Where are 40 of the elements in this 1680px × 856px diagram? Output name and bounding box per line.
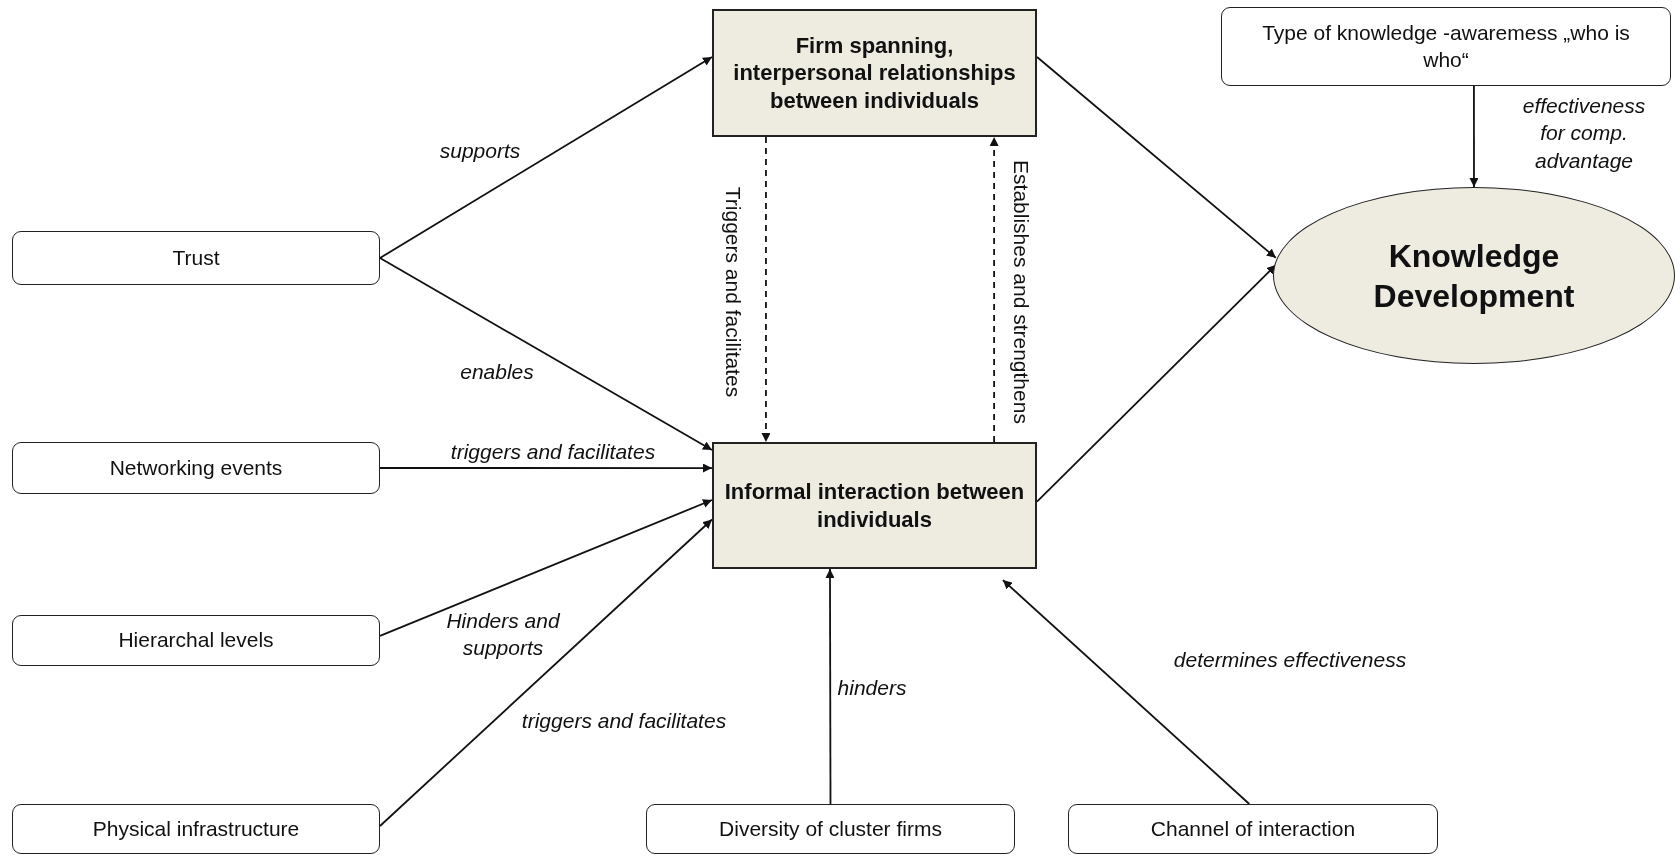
node-label: Diversity of cluster firms	[719, 815, 942, 842]
factor-box	[1068, 804, 1438, 854]
factor-box	[12, 442, 380, 494]
edge-label: triggers and facilitates	[521, 708, 727, 735]
node-label: Firm spanning, interpersonal relationships between individuals	[732, 31, 1017, 115]
process-box	[712, 442, 1037, 569]
edge-label: triggers and facilitates	[450, 439, 656, 466]
factor-box	[12, 615, 380, 666]
factor-box	[12, 804, 380, 854]
arrow	[1002, 579, 1251, 805]
dashed-arrow	[761, 136, 771, 443]
edge-label: Establishes and strengthens	[1008, 160, 1034, 424]
edge-label: supports	[439, 138, 521, 165]
arrow	[379, 257, 713, 451]
arrow	[379, 56, 713, 259]
arrow	[825, 568, 835, 805]
node-label: Hierarchal levels	[118, 627, 274, 654]
node-label: Knowledge Development	[1372, 236, 1576, 316]
edge-label: Triggers and facilitates	[720, 186, 746, 398]
node-label: Trust	[172, 244, 220, 271]
arrow	[1469, 85, 1479, 188]
factor-box	[646, 804, 1015, 854]
arrow	[379, 499, 713, 637]
arrow	[379, 518, 713, 827]
node-label: Networking events	[109, 454, 283, 481]
edge-label: hinders	[837, 675, 907, 702]
node-label: Type of knowledge -awaremess „who is who“	[1262, 20, 1630, 73]
arrow	[379, 463, 713, 473]
node-label: Informal interaction between individuals	[724, 478, 1025, 533]
arrow	[1036, 56, 1277, 259]
process-box	[712, 9, 1037, 137]
edge-label: determines effectiveness	[1173, 647, 1407, 674]
dashed-arrow	[989, 136, 999, 443]
node-label: Channel of interaction	[1150, 815, 1356, 842]
edge-label: effectiveness for comp. advantage	[1521, 93, 1647, 174]
node-label: Physical infrastructure	[92, 815, 300, 842]
factor-box	[1221, 7, 1671, 86]
factor-box	[12, 231, 380, 285]
edge-label: enables	[460, 359, 534, 386]
edge-label: Hinders and supports	[445, 607, 561, 661]
